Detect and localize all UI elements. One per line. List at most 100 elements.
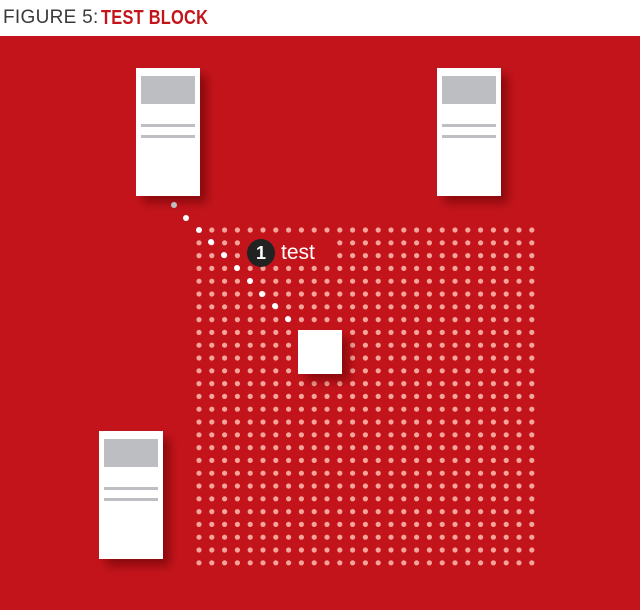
grid-dot [222, 457, 228, 463]
grid-dot [234, 547, 240, 553]
grid-dot [209, 406, 215, 412]
grid-dot [362, 253, 368, 259]
grid-dot [516, 278, 522, 284]
grid-dot [490, 227, 496, 233]
grid-dot [311, 547, 317, 553]
grid-dot [401, 560, 407, 566]
grid-dot [222, 368, 228, 374]
grid-dot [414, 381, 420, 387]
grid-dot [529, 355, 535, 361]
grid-dot [401, 291, 407, 297]
grid-dot [324, 483, 330, 489]
grid-dot [426, 265, 432, 271]
grid-dot [362, 240, 368, 246]
grid-dot [516, 393, 522, 399]
grid-dot [273, 483, 279, 489]
grid-dot [247, 521, 253, 527]
grid-dot [375, 240, 381, 246]
grid-dot [311, 419, 317, 425]
grid-dot [401, 457, 407, 463]
grid-dot [426, 381, 432, 387]
grid-dot [350, 483, 356, 489]
grid-dot [273, 496, 279, 502]
grid-dot [401, 406, 407, 412]
grid-dot [401, 227, 407, 233]
grid-dot [196, 355, 202, 361]
grid-dot [311, 278, 317, 284]
grid-dot [529, 278, 535, 284]
grid-dot [196, 368, 202, 374]
grid-dot [529, 406, 535, 412]
grid-dot [414, 534, 420, 540]
grid-dot [260, 355, 266, 361]
grid-dot [426, 496, 432, 502]
grid-dot [414, 445, 420, 451]
grid-dot [516, 329, 522, 335]
grid-dot [222, 381, 228, 387]
grid-dot [388, 534, 394, 540]
grid-dot [439, 278, 445, 284]
grid-dot [350, 329, 356, 335]
grid-dot [401, 509, 407, 515]
server-icon [136, 68, 200, 196]
grid-dot [490, 509, 496, 515]
grid-dot [426, 368, 432, 374]
grid-dot [196, 381, 202, 387]
grid-dot [311, 457, 317, 463]
grid-dot [439, 393, 445, 399]
grid-dot [388, 329, 394, 335]
grid-dot [324, 534, 330, 540]
grid-dot [529, 521, 535, 527]
grid-dot [452, 483, 458, 489]
grid-dot [478, 393, 484, 399]
grid-dot [465, 457, 471, 463]
grid-dot [375, 342, 381, 348]
grid-dot [222, 240, 228, 246]
grid-dot [222, 419, 228, 425]
grid-dot [465, 342, 471, 348]
grid-dot [452, 534, 458, 540]
grid-dot [516, 496, 522, 502]
grid-dot [337, 445, 343, 451]
grid-dot [426, 483, 432, 489]
grid-dot [388, 393, 394, 399]
grid-dot [260, 406, 266, 412]
grid-dot [439, 253, 445, 259]
grid-dot [350, 291, 356, 297]
grid-dot [375, 304, 381, 310]
grid-dot [529, 381, 535, 387]
grid-dot [222, 393, 228, 399]
grid-dot [324, 419, 330, 425]
grid-dot [286, 547, 292, 553]
grid-dot [388, 253, 394, 259]
grid-dot [529, 419, 535, 425]
grid-dot [222, 521, 228, 527]
grid-dot [401, 381, 407, 387]
grid-dot [196, 291, 202, 297]
grid-dot [247, 291, 253, 297]
grid-dot [375, 560, 381, 566]
grid-dot [414, 496, 420, 502]
grid-dot [260, 304, 266, 310]
grid-dot [234, 329, 240, 335]
grid-dot [439, 419, 445, 425]
grid-dot [516, 355, 522, 361]
grid-dot [247, 483, 253, 489]
grid-dot [439, 304, 445, 310]
grid-dot [234, 355, 240, 361]
grid-dot [260, 457, 266, 463]
grid-dot [401, 534, 407, 540]
grid-dot [490, 496, 496, 502]
grid-dot [298, 278, 304, 284]
grid-dot [234, 457, 240, 463]
grid-dot [222, 278, 228, 284]
grid-dot [465, 240, 471, 246]
grid-dot [490, 240, 496, 246]
grid-dot [414, 278, 420, 284]
grid-dot [337, 381, 343, 387]
grid-dot [260, 227, 266, 233]
grid-dot [350, 342, 356, 348]
grid-dot [401, 496, 407, 502]
grid-dot [247, 342, 253, 348]
grid-dot [426, 317, 432, 323]
